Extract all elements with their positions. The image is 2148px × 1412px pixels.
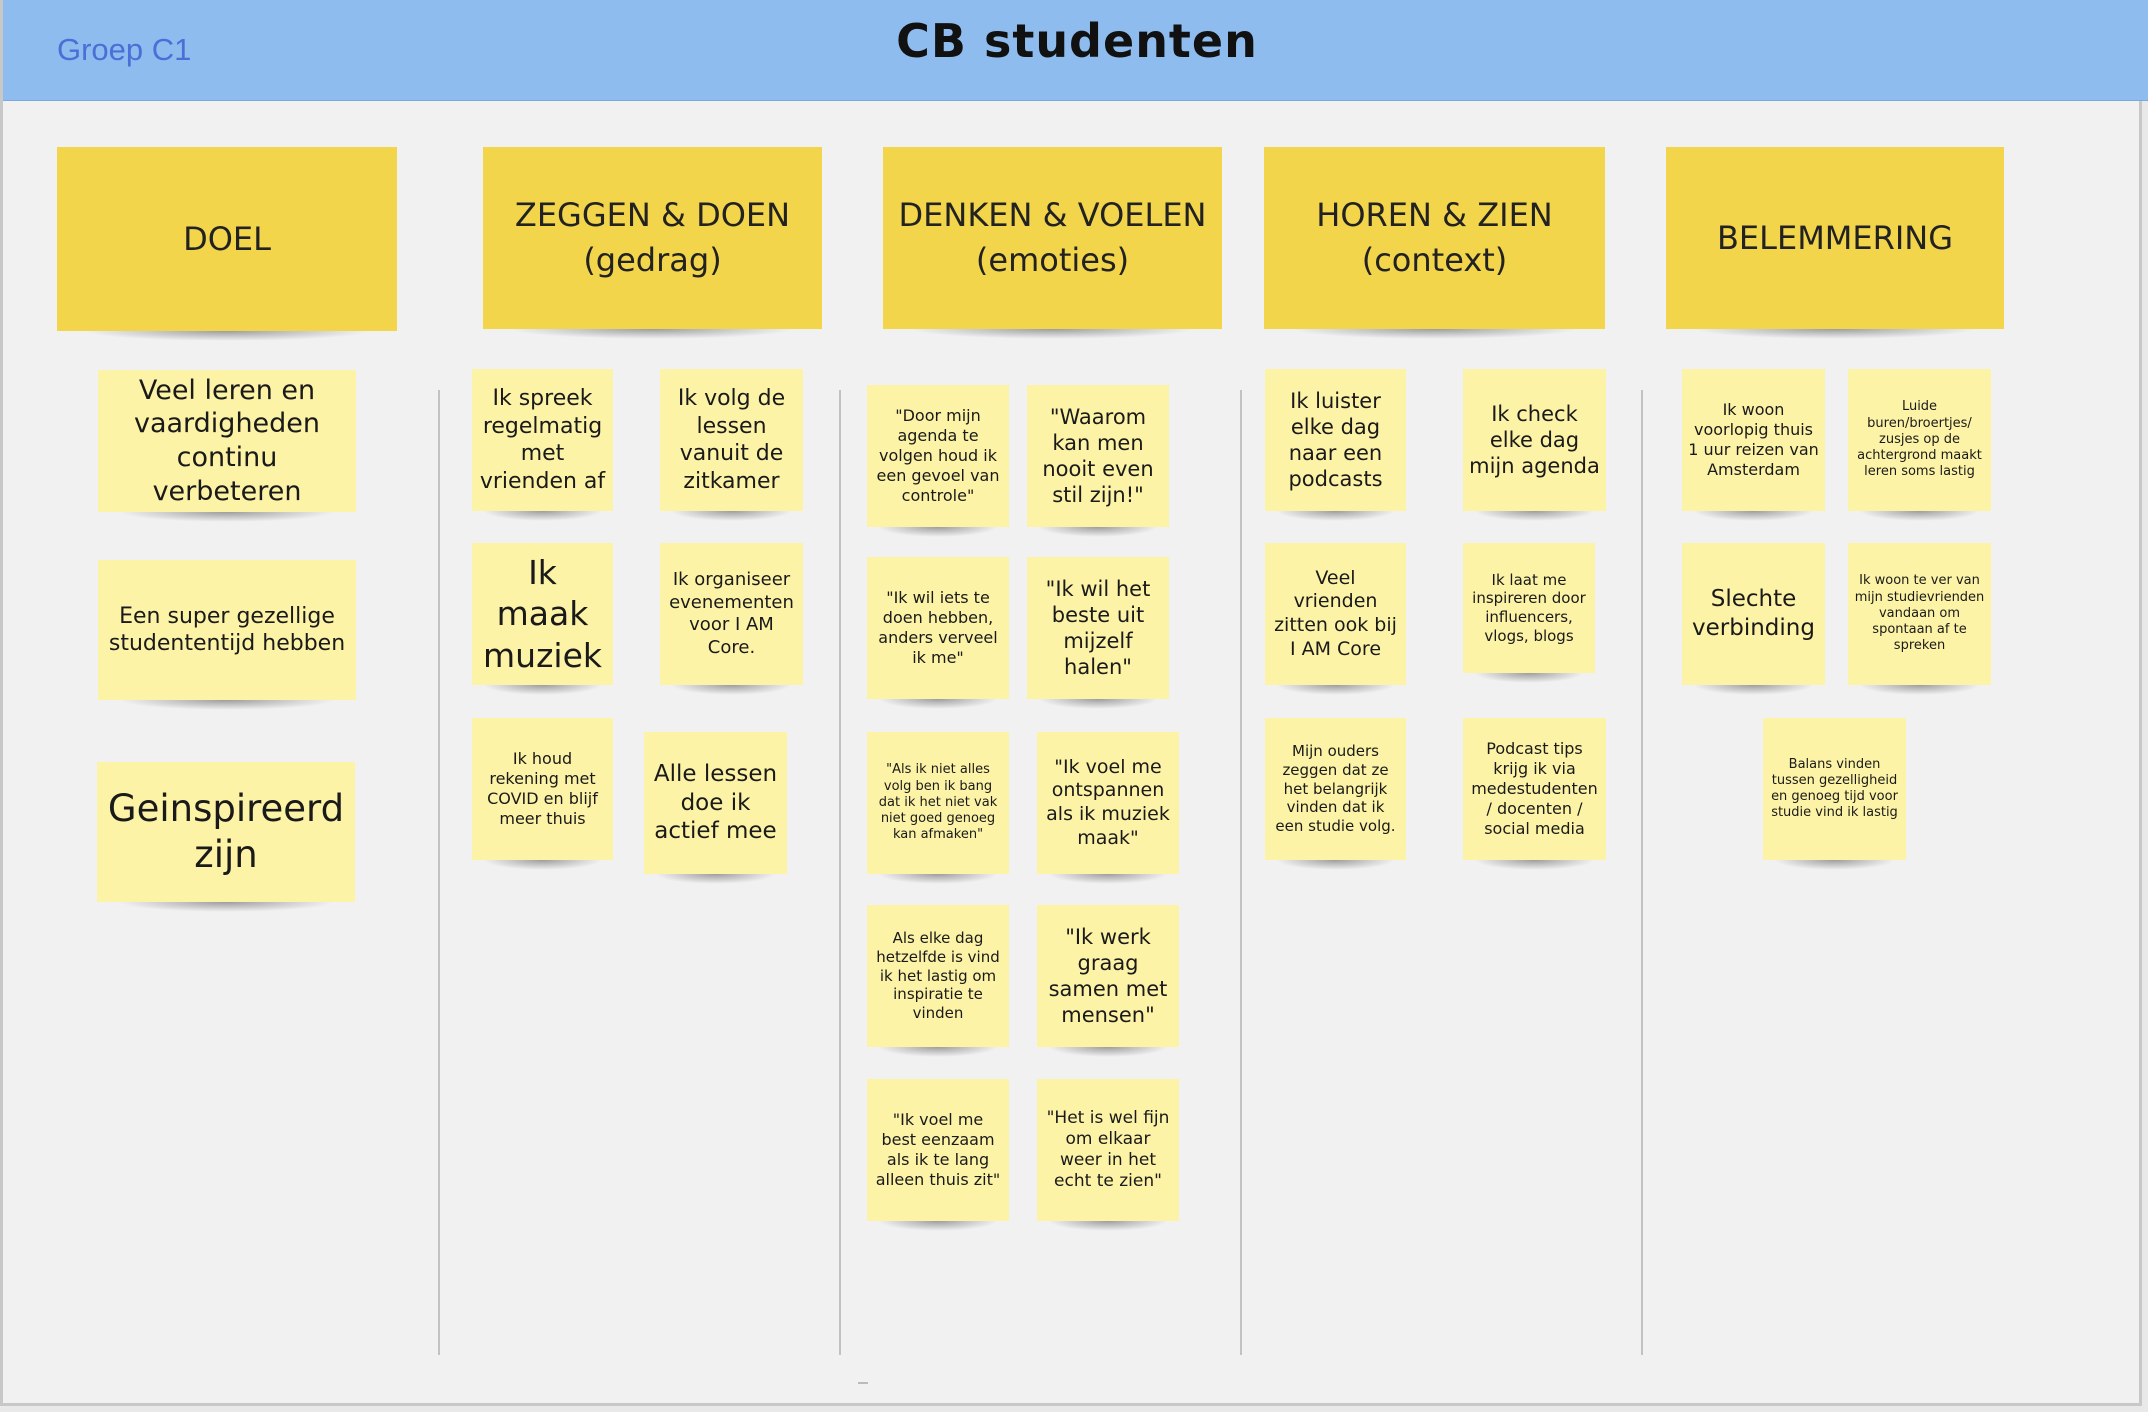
sticky-note[interactable]: "Als ik niet alles volg ben ik bang dat …: [867, 732, 1009, 884]
heading-note-denken-voelen[interactable]: DENKEN & VOELEN (emoties): [883, 147, 1222, 339]
heading-text: HOREN & ZIEN: [1316, 196, 1553, 235]
sticky-note-text: Als elke dag hetzelfde is vind ik het la…: [876, 929, 1000, 1023]
heading-note-zeggen-doen[interactable]: ZEGGEN & DOEN (gedrag): [483, 147, 822, 339]
sticky-note[interactable]: Een super gezellige studententijd hebben: [98, 560, 356, 710]
sticky-note[interactable]: Als elke dag hetzelfde is vind ik het la…: [867, 905, 1009, 1057]
sticky-note[interactable]: Ik woon te ver van mijn studievrienden v…: [1848, 543, 1991, 695]
sticky-note[interactable]: "Ik wil iets te doen hebben, anders verv…: [867, 557, 1009, 709]
column-divider: [1641, 390, 1643, 1355]
heading-text: BELEMMERING: [1716, 218, 1954, 257]
sticky-note[interactable]: Ik spreek regelmatig met vrienden af: [472, 369, 613, 521]
heading-note-doel[interactable]: DOEL: [57, 147, 397, 341]
sticky-note-text: "Waarom kan men nooit even stil zijn!": [1042, 404, 1154, 508]
sticky-note-text: Een super gezellige studententijd hebben: [108, 603, 346, 657]
sticky-note[interactable]: Ik volg de lessen vanuit de zitkamer: [660, 369, 803, 521]
board-title[interactable]: CB studenten: [896, 14, 1258, 68]
sticky-note-text: Slechte verbinding: [1692, 586, 1815, 641]
group-label[interactable]: Groep C1: [57, 32, 192, 67]
sticky-note-text: Ik volg de lessen vanuit de zitkamer: [677, 386, 786, 494]
sticky-note[interactable]: Mijn ouders zeggen dat ze het belangrijk…: [1265, 718, 1406, 870]
sticky-note-text: Ik maak muziek: [483, 553, 602, 675]
sticky-note-text: Ik spreek regelmatig met vrienden af: [479, 386, 606, 494]
heading-subtext: (gedrag): [583, 241, 722, 279]
sticky-note[interactable]: Ik woon voorlopig thuis 1 uur reizen van…: [1682, 369, 1825, 521]
sticky-note[interactable]: "Waarom kan men nooit even stil zijn!": [1027, 385, 1169, 537]
heading-text: ZEGGEN & DOEN: [514, 196, 791, 235]
sticky-note-text: Veel vrienden zitten ook bij I AM Core: [1274, 566, 1397, 660]
sticky-note-text: Podcast tips krijg ik via medestudenten …: [1471, 739, 1598, 838]
sticky-note-text: "Door mijn agenda te volgen houd ik een …: [876, 406, 1000, 505]
sticky-note-text: "Ik voel me ontspannen als ik muziek maa…: [1046, 755, 1170, 849]
heading-subtext: (context): [1361, 241, 1508, 279]
sticky-note[interactable]: "Ik wil het beste uit mijzelf halen": [1027, 557, 1169, 709]
column-divider: [839, 390, 841, 1355]
sticky-note[interactable]: Veel vrienden zitten ook bij I AM Core: [1265, 543, 1406, 695]
sticky-note-text: "Ik wil het beste uit mijzelf halen": [1045, 576, 1151, 680]
sticky-note-text: Ik laat me inspireren door influencers, …: [1472, 570, 1586, 645]
sticky-note[interactable]: Geinspireerd zijn: [97, 762, 355, 912]
sticky-note-text: Veel leren en vaardigheden continu verbe…: [133, 374, 321, 507]
heading-note-horen-zien[interactable]: HOREN & ZIEN (context): [1264, 147, 1605, 339]
sticky-note[interactable]: Slechte verbinding: [1682, 543, 1825, 695]
sticky-note[interactable]: "Het is wel fijn om elkaar weer in het e…: [1037, 1079, 1179, 1231]
sticky-note[interactable]: Ik laat me inspireren door influencers, …: [1463, 543, 1595, 683]
column-divider: [438, 390, 440, 1355]
sticky-note-text: Geinspireerd zijn: [107, 786, 345, 876]
sticky-note[interactable]: Ik organiseer evenementen voor I AM Core…: [660, 543, 803, 695]
sticky-note-text: Luide buren/broertjes/ zusjes op de acht…: [1857, 399, 1982, 480]
sticky-note[interactable]: "Ik voel me best eenzaam als ik te lang …: [867, 1079, 1009, 1231]
heading-text: DOEL: [183, 219, 271, 258]
sticky-note-text: Ik check elke dag mijn agenda: [1469, 401, 1600, 479]
sticky-note-text: Ik houd rekening met COVID en blijf meer…: [487, 749, 598, 828]
sticky-note-text: "Het is wel fijn om elkaar weer in het e…: [1046, 1107, 1170, 1192]
sticky-note[interactable]: Ik luister elke dag naar een podcasts: [1265, 369, 1406, 521]
canvas-marker: [858, 1382, 868, 1384]
sticky-note-text: Ik luister elke dag naar een podcasts: [1288, 388, 1383, 492]
sticky-note-text: Ik woon voorlopig thuis 1 uur reizen van…: [1688, 400, 1819, 479]
column-divider: [1240, 390, 1242, 1355]
sticky-note[interactable]: Ik houd rekening met COVID en blijf meer…: [472, 718, 613, 870]
sticky-note-text: Balans vinden tussen gezelligheid en gen…: [1771, 756, 1898, 821]
sticky-note-text: "Ik wil iets te doen hebben, anders verv…: [878, 588, 998, 667]
sticky-note[interactable]: "Door mijn agenda te volgen houd ik een …: [867, 385, 1009, 537]
sticky-note[interactable]: Ik check elke dag mijn agenda: [1463, 369, 1606, 521]
sticky-note-text: "Ik werk graag samen met mensen": [1048, 924, 1168, 1028]
sticky-note[interactable]: "Ik voel me ontspannen als ik muziek maa…: [1037, 732, 1179, 884]
sticky-note[interactable]: Ik maak muziek: [472, 543, 613, 695]
sticky-note[interactable]: Podcast tips krijg ik via medestudenten …: [1463, 718, 1606, 870]
sticky-note[interactable]: Veel leren en vaardigheden continu verbe…: [98, 370, 356, 522]
sticky-note[interactable]: Alle lessen doe ik actief mee: [644, 732, 787, 884]
sticky-note-text: "Als ik niet alles volg ben ik bang dat …: [878, 762, 998, 843]
heading-subtext: (emoties): [975, 241, 1130, 279]
board-header: Groep C1 CB studenten: [3, 0, 2148, 101]
heading-note-belemmering[interactable]: BELEMMERING: [1666, 147, 2004, 339]
sticky-note-text: Alle lessen doe ik actief mee: [653, 760, 778, 845]
sticky-note-text: Ik woon te ver van mijn studievrienden v…: [1854, 573, 1985, 654]
sticky-note-text: Mijn ouders zeggen dat ze het belangrijk…: [1275, 742, 1396, 836]
sticky-note[interactable]: Balans vinden tussen gezelligheid en gen…: [1763, 718, 1906, 870]
heading-text: DENKEN & VOELEN: [898, 196, 1207, 235]
sticky-note[interactable]: "Ik werk graag samen met mensen": [1037, 905, 1179, 1057]
sticky-note[interactable]: Luide buren/broertjes/ zusjes op de acht…: [1848, 369, 1991, 521]
sticky-note-text: Ik organiseer evenementen voor I AM Core…: [669, 569, 794, 658]
sticky-note-text: "Ik voel me best eenzaam als ik te lang …: [875, 1110, 1001, 1189]
